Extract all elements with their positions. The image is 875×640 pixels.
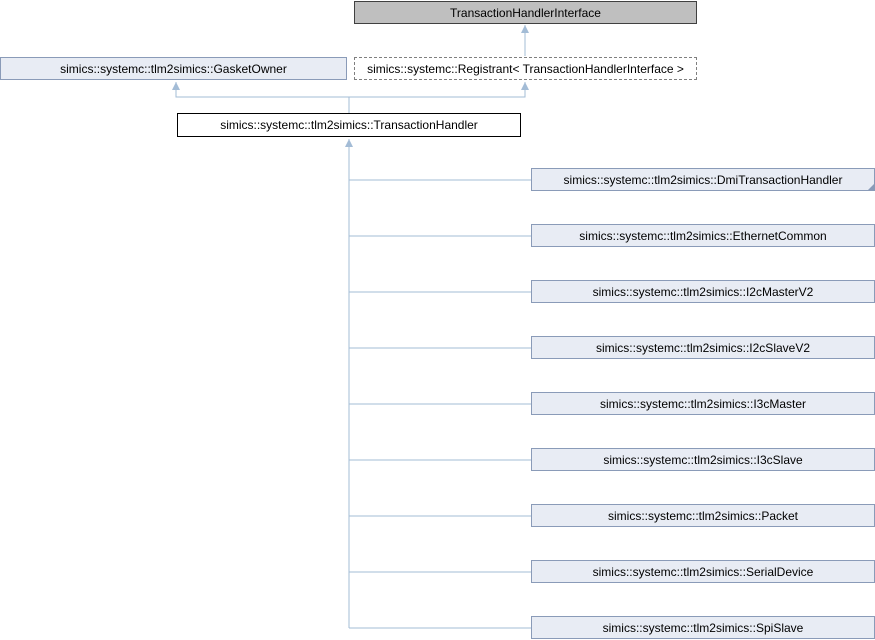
node-subclass[interactable]: simics::systemc::tlm2simics::SerialDevic… [531,560,875,583]
node-label: simics::systemc::tlm2simics::DmiTransact… [563,172,843,187]
node-gasket-owner[interactable]: simics::systemc::tlm2simics::GasketOwner [0,57,347,80]
node-label: simics::systemc::tlm2simics::I3cSlave [603,452,803,467]
arrow-interface [521,25,529,33]
node-label: simics::systemc::tlm2simics::Transaction… [220,118,478,132]
node-transaction-handler[interactable]: simics::systemc::tlm2simics::Transaction… [177,113,521,137]
node-subclass[interactable]: simics::systemc::tlm2simics::I2cMasterV2 [531,280,875,303]
edge-handler-to-registrant [349,82,526,98]
node-label: simics::systemc::tlm2simics::SpiSlave [602,620,804,635]
node-subclass[interactable]: simics::systemc::tlm2simics::I3cMaster [531,392,875,415]
edge-handler-to-bases [175,82,350,113]
node-registrant[interactable]: simics::systemc::Registrant< Transaction… [354,57,697,80]
node-label: simics::systemc::tlm2simics::SerialDevic… [592,564,814,579]
node-label: TransactionHandlerInterface [450,5,601,20]
node-label: simics::systemc::tlm2simics::I3cMaster [599,396,806,411]
node-label: simics::systemc::tlm2simics::Packet [607,508,799,523]
node-label: simics::systemc::tlm2simics::EthernetCom… [579,228,827,243]
more-members-marker [868,184,874,190]
node-subclass[interactable]: simics::systemc::tlm2simics::I3cSlave [531,448,875,471]
arrow-transaction-handler [345,139,353,147]
node-label: simics::systemc::Registrant< Transaction… [367,61,684,76]
node-transaction-handler-interface[interactable]: TransactionHandlerInterface [354,1,697,24]
node-label: simics::systemc::tlm2simics::GasketOwner [60,61,287,76]
node-label: simics::systemc::tlm2simics::I2cSlaveV2 [595,340,811,355]
node-label: simics::systemc::tlm2simics::I2cMasterV2 [592,284,814,299]
node-subclass[interactable]: simics::systemc::tlm2simics::SpiSlave [531,616,875,639]
node-subclass[interactable]: simics::systemc::tlm2simics::EthernetCom… [531,224,875,247]
node-subclass[interactable]: simics::systemc::tlm2simics::DmiTransact… [531,168,875,191]
node-subclass[interactable]: simics::systemc::tlm2simics::I2cSlaveV2 [531,336,875,359]
node-subclass[interactable]: simics::systemc::tlm2simics::Packet [531,504,875,527]
arrow-registrant [521,82,529,90]
subclass-branches [349,179,531,629]
arrow-gasket-owner [172,82,180,90]
